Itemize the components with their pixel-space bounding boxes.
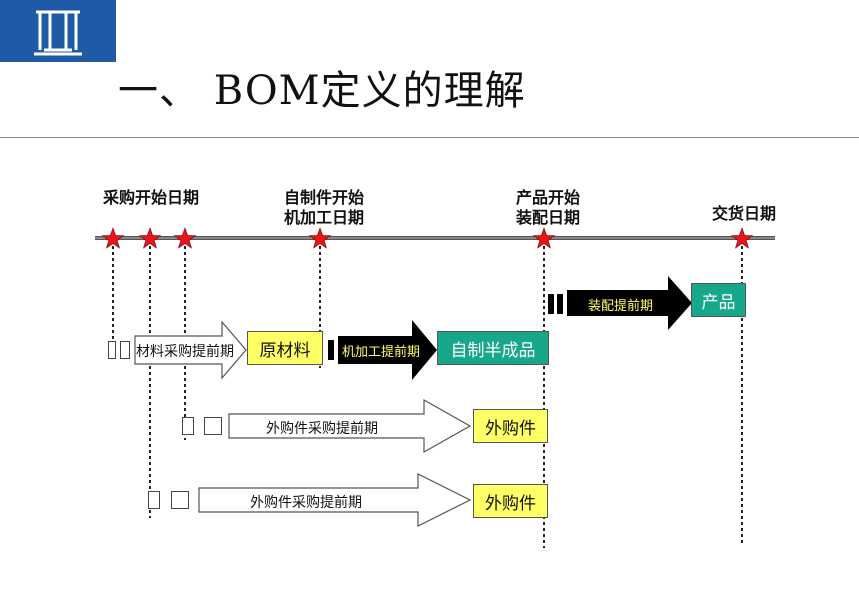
semi-finished-box: 自制半成品 <box>437 331 549 365</box>
page-title: 一、 BOM定义的理解 <box>118 68 526 114</box>
milestone-self-made-start-line2: 机加工日期 <box>284 208 365 227</box>
outsourced-purchase-label-2: 外购件采购提前期 <box>250 495 362 511</box>
outsourced-box-1: 外购件 <box>473 409 548 443</box>
material-purchase-arrow <box>134 320 247 380</box>
milestone-product-start: 产品开始 装配日期 <box>516 188 580 228</box>
milestone-delivery: 交货日期 <box>712 204 777 223</box>
machining-arrow <box>338 320 437 380</box>
lead-time-square <box>108 341 116 359</box>
star-icon <box>532 227 556 249</box>
product-box: 产品 <box>691 283 746 317</box>
milestone-purchase-start: 采购开始日期 <box>103 188 200 207</box>
outsourced-purchase-arrow-2 <box>198 473 472 527</box>
outsourced-purchase-label-1: 外购件采购提前期 <box>266 421 378 437</box>
raw-material-box: 原材料 <box>247 331 323 365</box>
arrow-dash <box>328 340 334 360</box>
lead-time-square <box>148 491 160 509</box>
lead-time-square <box>120 341 130 359</box>
milestone-product-start-line2: 装配日期 <box>516 208 581 227</box>
lead-time-square <box>204 417 222 435</box>
assembly-label: 装配提前期 <box>588 299 654 314</box>
machining-label: 机加工提前期 <box>342 345 421 360</box>
material-purchase-label: 材料采购提前期 <box>136 344 234 360</box>
lead-time-square <box>182 417 194 435</box>
star-icon <box>730 227 754 249</box>
milestone-self-made-start: 自制件开始 机加工日期 <box>284 188 364 228</box>
star-icon <box>101 227 125 249</box>
assembly-arrow <box>567 276 692 330</box>
title-divider <box>0 137 859 138</box>
arrow-dash <box>548 294 554 314</box>
milestone-self-made-start-line1: 自制件开始 <box>284 188 365 207</box>
milestone-product-start-line1: 产品开始 <box>516 188 581 207</box>
lead-time-square <box>171 491 189 509</box>
star-icon <box>138 227 162 249</box>
building-logo-icon <box>34 10 82 56</box>
logo <box>0 0 116 62</box>
outsourced-purchase-arrow-1 <box>228 398 472 454</box>
outsourced-box-2: 外购件 <box>473 484 548 518</box>
star-icon <box>173 227 197 249</box>
star-icon <box>308 227 332 249</box>
arrow-dash <box>557 294 563 314</box>
